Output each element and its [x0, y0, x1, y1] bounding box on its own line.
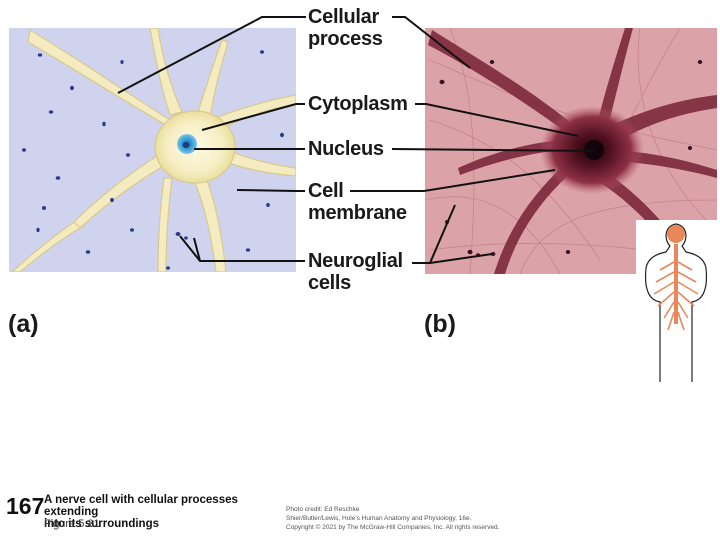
figure-number: Figure 5.31: [44, 518, 100, 530]
spinal-nerves: [653, 261, 699, 331]
label-cellular-process: Cellular process: [308, 6, 383, 50]
page-number: 167: [6, 493, 45, 519]
leader-cell-membrane-a: [236, 189, 305, 192]
panel-label-a: (a): [8, 310, 39, 338]
micrograph-glial-nuclei: [439, 60, 703, 257]
label-neuroglial-line2: cells: [308, 272, 351, 294]
leader-cellular-process-b: [392, 16, 471, 69]
label-cellular-process-line2: process: [308, 28, 383, 50]
label-cell-membrane-line1: Cell: [308, 180, 344, 202]
credit-line3: Copyright © 2021 by The McGraw-Hill Comp…: [286, 524, 500, 531]
label-neuroglial-cells: Neuroglial cells: [308, 250, 403, 294]
label-nucleus: Nucleus: [308, 138, 384, 160]
spinal-cord-shape: [674, 244, 678, 324]
label-cellular-process-line1: Cellular: [308, 6, 379, 28]
neuroglial-dots: [22, 50, 284, 270]
leader-cytoplasm-a: [201, 103, 305, 131]
label-cell-membrane-line2: membrane: [308, 202, 407, 224]
leader-neuroglial-b2: [429, 253, 493, 264]
nucleolus: [182, 142, 190, 148]
leader-nucleus-b: [391, 148, 595, 152]
leader-cytoplasm-b: [415, 103, 579, 137]
figure-caption: A nerve cell with cellular processes ext…: [44, 494, 274, 530]
label-neuroglial-line1: Neuroglial: [308, 250, 403, 272]
leader-lines: [117, 16, 595, 264]
caption-line1: A nerve cell with cellular processes ext…: [44, 494, 238, 518]
credit-line1: Photo credit: Ed Reschke: [286, 506, 360, 513]
label-cytoplasm: Cytoplasm: [308, 93, 408, 115]
body-orientation-icon: [636, 220, 720, 382]
label-cell-membrane: Cell membrane: [308, 180, 407, 224]
caption-line2: into its surroundings: [44, 518, 159, 530]
leader-neuroglial-a2: [193, 237, 201, 262]
credit-line2: Shier/Butler/Lewis, Hole's Human Anatomy…: [286, 515, 472, 522]
neuron-processes: [11, 28, 296, 272]
leader-cell-membrane-b: [350, 169, 556, 192]
photo-credit: Photo credit: Ed Reschke Shier/Butler/Le…: [286, 505, 546, 532]
panel-label-b: (b): [424, 310, 456, 338]
brain-shape: [667, 225, 685, 243]
leader-cellular-process-a: [117, 16, 306, 94]
